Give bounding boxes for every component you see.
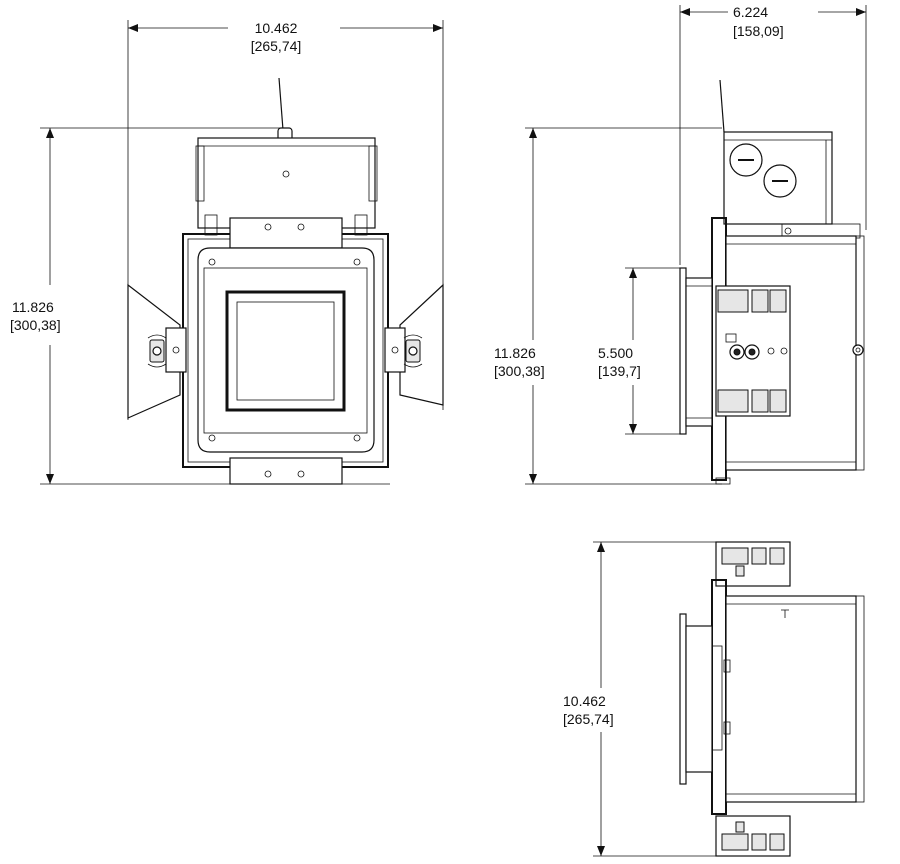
yoke-tab	[725, 333, 737, 343]
top-yoke-lower-slot-2	[751, 833, 767, 851]
wing-knob-left	[147, 334, 167, 368]
front-width-value: 10.462	[255, 20, 298, 36]
yoke-slot-3	[769, 289, 787, 313]
front-top-box	[197, 137, 376, 229]
top-front-plate	[711, 579, 727, 815]
top-lens-barrel	[685, 625, 713, 773]
front-bottom-bracket	[229, 457, 343, 485]
yoke-slot-6	[769, 389, 787, 413]
front-bottom-bracket-screw-2	[297, 470, 305, 478]
yoke-screw-2	[780, 347, 788, 355]
side-height-value: 11.826	[494, 345, 536, 361]
side-depth-metric: [158,09]	[733, 23, 784, 39]
front-top-bracket-screw-2	[297, 223, 305, 231]
yoke-pivot-1-center	[733, 348, 741, 356]
top-yoke-upper-slot-1	[721, 547, 749, 565]
barn-door-right	[399, 283, 444, 406]
yoke-slot-4	[717, 389, 749, 413]
front-top-bracket	[229, 217, 343, 249]
dimension-labels: 10.462 [265,74] 11.826 [300,38] 6.224 [1…	[10, 4, 784, 727]
front-right-bracket	[384, 327, 406, 373]
top-yoke-upper-slot-2	[751, 547, 767, 565]
side-rear-knob	[852, 344, 864, 356]
yoke-screw-1	[767, 347, 775, 355]
front-lens-plate-screw-br	[353, 434, 361, 442]
top-yoke-upper-clip	[735, 565, 745, 577]
yoke-slot-1	[717, 289, 749, 313]
top-lens-tab-2	[723, 721, 731, 735]
front-lens-plate-screw-bl	[208, 434, 216, 442]
top-yoke-lower-clip	[735, 821, 745, 833]
top-housing-rear	[855, 595, 865, 803]
top-view	[593, 541, 865, 857]
side-lens-barrel	[685, 277, 713, 427]
top-housing	[725, 595, 857, 803]
aperture-metric: [139,7]	[598, 363, 641, 379]
front-top-box-right-tab	[368, 145, 378, 202]
front-lens-outer	[203, 267, 368, 434]
side-rear-knob-center	[855, 347, 861, 353]
side-lens-flange	[679, 267, 687, 435]
front-height-value: 11.826	[12, 299, 54, 315]
top-housing-mark	[781, 609, 789, 618]
front-left-bracket-screw	[172, 346, 180, 354]
top-lens-flange	[679, 613, 687, 785]
yoke-pivot-2-center	[748, 348, 756, 356]
top-width-metric: [265,74]	[563, 711, 614, 727]
side-antenna-wire	[719, 79, 725, 133]
front-lens-plate-screw-tr	[353, 258, 361, 266]
front-top-box-left-tab	[195, 145, 205, 202]
side-foot	[715, 477, 731, 485]
top-yoke-lower-slot-1	[721, 833, 749, 851]
front-lens-bezel	[225, 290, 346, 412]
front-right-bracket-screw	[391, 346, 399, 354]
top-yoke-upper-slot-3	[769, 547, 785, 565]
top-yoke-lower-slot-3	[769, 833, 785, 851]
front-top-bracket-screw-1	[264, 223, 272, 231]
antenna-wire	[278, 77, 284, 131]
top-lens-collar	[711, 645, 723, 751]
side-junction-box-screw	[784, 227, 792, 235]
front-height-metric: [300,38]	[10, 317, 61, 333]
top-lens-tab-1	[723, 659, 731, 673]
front-bottom-bracket-screw-1	[264, 470, 272, 478]
yoke-slot-5	[751, 389, 769, 413]
front-width-metric: [265,74]	[251, 38, 302, 54]
front-lens-glass	[236, 301, 335, 401]
side-height-metric: [300,38]	[494, 363, 545, 379]
front-lens-plate	[197, 247, 375, 453]
front-lens-plate-screw-tl	[208, 258, 216, 266]
side-depth-value: 6.224	[733, 4, 768, 20]
yoke-slot-2	[751, 289, 769, 313]
front-top-box-screw	[282, 170, 290, 178]
wing-knob-right	[403, 334, 423, 368]
aperture-value: 5.500	[598, 345, 633, 361]
front-view	[40, 20, 444, 485]
side-view	[525, 5, 867, 485]
front-left-bracket	[165, 327, 187, 373]
top-width-value: 10.462	[563, 693, 606, 709]
